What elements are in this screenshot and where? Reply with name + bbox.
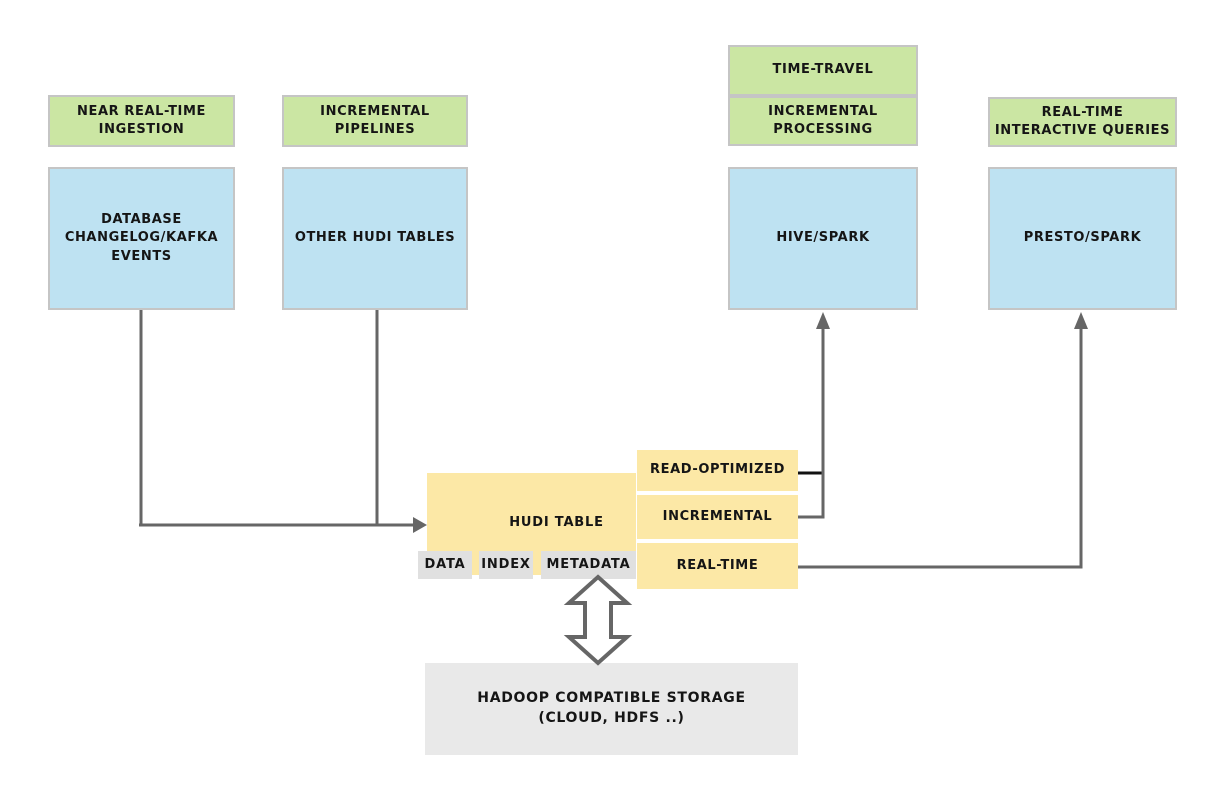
presto-spark-arrowhead-icon [1074,312,1088,329]
label-box-time-travel: TIME-TRAVEL [728,45,918,96]
storage-double-arrow-icon [563,574,633,666]
chip-index: INDEX [479,551,533,579]
chip-data: DATA [418,551,472,579]
node-hive-spark: HIVE/SPARK [728,167,918,310]
view-incremental: INCREMENTAL [637,495,798,539]
hudi-table-label: HUDI TABLE [509,515,604,530]
real-time-connector-line [798,328,1083,569]
node-other-hudi-tables: OTHER HUDI TABLES [282,167,468,310]
label-box-near-real-time-ingestion: NEAR REAL-TIME INGESTION [48,95,235,147]
label-box-incremental-processing: INCREMENTAL PROCESSING [728,96,918,146]
hive-spark-arrowhead-icon [816,312,830,329]
node-presto-spark: PRESTO/SPARK [988,167,1177,310]
ingest-arrowhead-icon [413,517,427,533]
node-database-changelog-kafka-events: DATABASE CHANGELOG/KAFKA EVENTS [48,167,235,310]
view-real-time: REAL-TIME [637,543,798,589]
chip-metadata: METADATA [541,551,636,579]
node-hadoop-compatible-storage: HADOOP COMPATIBLE STORAGE (CLOUD, HDFS .… [425,663,798,755]
label-box-incremental-pipelines: INCREMENTAL PIPELINES [282,95,468,147]
incremental-connector-line [798,328,825,519]
ingest-connector-line [139,310,413,527]
label-box-real-time-interactive-queries: REAL-TIME INTERACTIVE QUERIES [988,97,1177,147]
view-read-optimized: READ-OPTIMIZED [637,450,798,491]
